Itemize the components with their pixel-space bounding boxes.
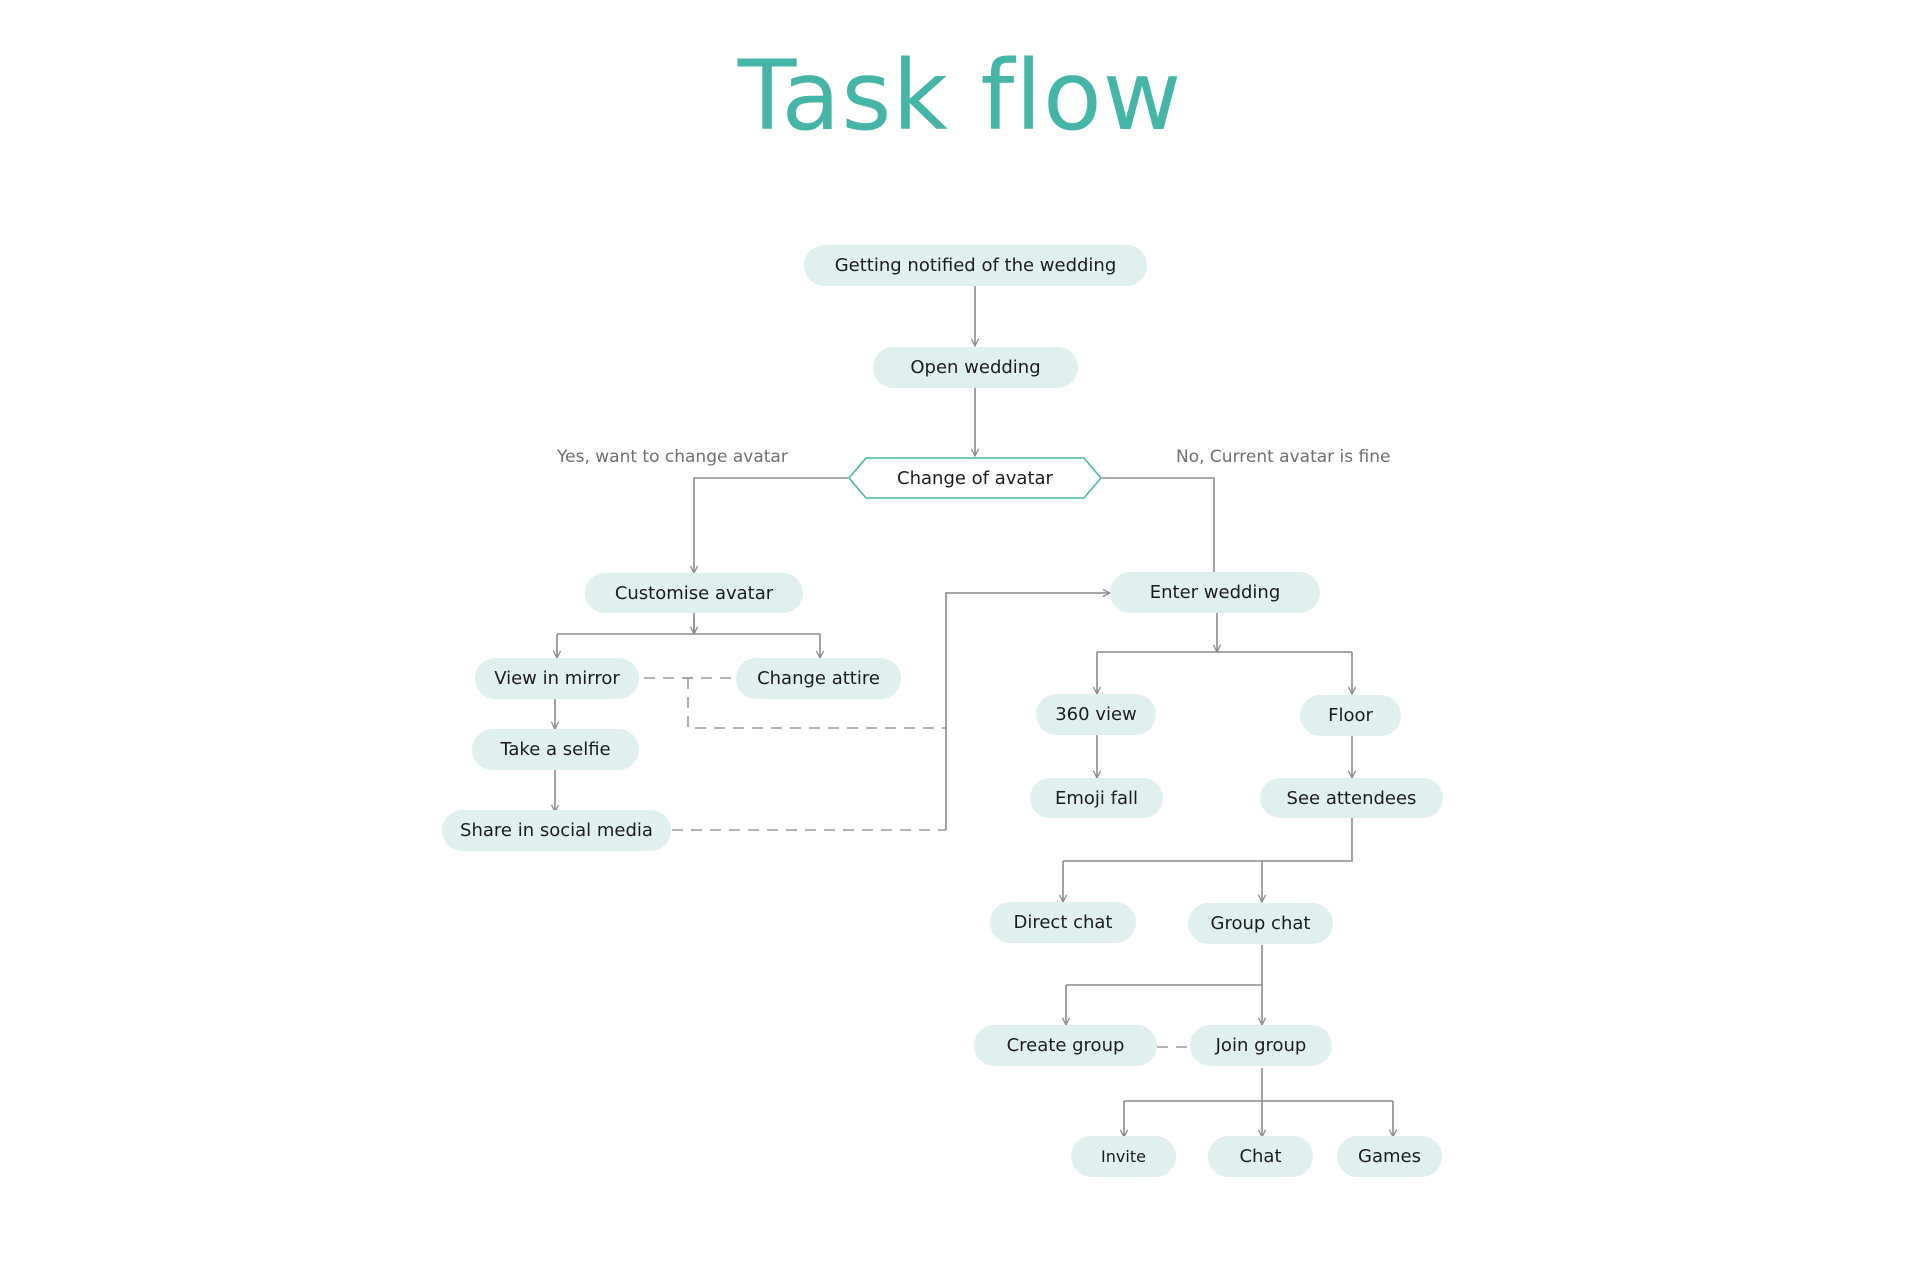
decision-label: Change of avatar <box>897 467 1053 489</box>
node-view-in-mirror: View in mirror <box>475 658 639 699</box>
node-floor: Floor <box>1300 695 1401 736</box>
node-chat: Chat <box>1208 1136 1313 1177</box>
node-games: Games <box>1337 1136 1442 1177</box>
node-open-wedding: Open wedding <box>873 347 1078 388</box>
node-direct-chat: Direct chat <box>990 902 1136 943</box>
node-join-group: Join group <box>1190 1025 1332 1066</box>
node-customise-avatar: Customise avatar <box>585 573 803 613</box>
decision-change-of-avatar: Change of avatar <box>848 457 1102 499</box>
node-group-chat: Group chat <box>1188 903 1333 944</box>
node-create-group: Create group <box>974 1025 1157 1066</box>
node-getting-notified: Getting notified of the wedding <box>804 245 1147 286</box>
node-emoji-fall: Emoji fall <box>1030 778 1163 818</box>
node-enter-wedding: Enter wedding <box>1110 572 1320 613</box>
node-take-a-selfie: Take a selfie <box>472 729 639 770</box>
node-see-attendees: See attendees <box>1260 778 1443 818</box>
node-change-attire: Change attire <box>736 658 901 699</box>
connector-attendees-down <box>1063 818 1353 862</box>
decision-shape <box>848 457 1102 499</box>
connector-return-to-enter <box>945 593 1110 830</box>
branch-label-no: No, Current avatar is fine <box>1176 447 1391 467</box>
node-share-in-social-media: Share in social media <box>442 810 671 851</box>
connector-yes-branch <box>694 477 848 573</box>
node-invite: Invite <box>1071 1136 1176 1177</box>
diagram-title: Task flow <box>737 40 1183 152</box>
branch-label-yes: Yes, want to change avatar <box>557 447 788 467</box>
node-360-view: 360 view <box>1036 694 1156 735</box>
connector-no-branch <box>1102 477 1215 573</box>
